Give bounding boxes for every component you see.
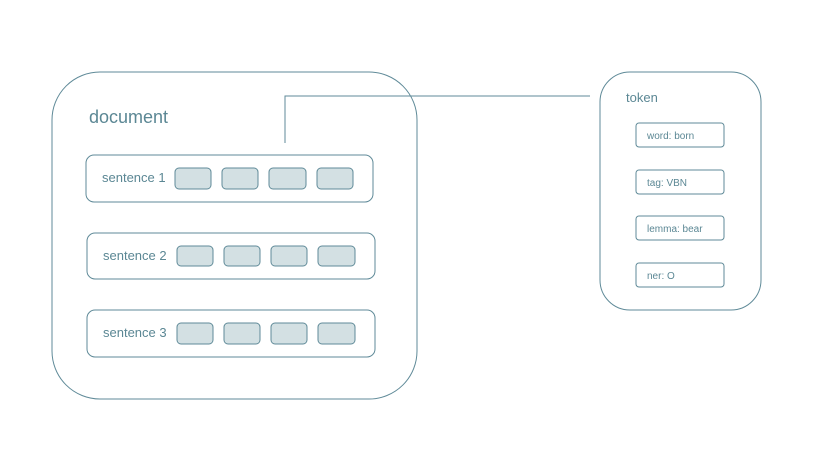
sentence-frame <box>86 232 376 280</box>
sentence-label: sentence 1 <box>102 170 166 185</box>
token-field: ner: O <box>635 262 725 288</box>
token-chip <box>317 322 356 345</box>
document-frame <box>51 71 418 400</box>
token-chip <box>174 167 212 190</box>
sentence-label: sentence 3 <box>103 325 167 340</box>
token-field-frame <box>635 262 725 288</box>
token-chip <box>270 322 308 345</box>
token-chip <box>176 245 214 267</box>
token-field-ner: ner: O <box>647 271 675 282</box>
token-connector-line <box>284 95 590 143</box>
token-field: tag: VBN <box>635 169 725 195</box>
token-chip <box>316 167 354 190</box>
token-field-lemma: lemma: bear <box>647 224 703 235</box>
sentence-frame <box>85 154 374 203</box>
token-chip <box>176 322 214 345</box>
sentence-row: sentence 3 <box>86 309 376 358</box>
token-field-frame <box>635 169 725 195</box>
token-field: lemma: bear <box>635 215 725 241</box>
token-title: token <box>626 90 658 105</box>
sentence-label: sentence 2 <box>103 248 167 263</box>
sentence-frame <box>86 309 376 358</box>
token-field: word: born <box>635 122 725 148</box>
sentence-row: sentence 1 <box>85 154 374 203</box>
token-frame <box>599 71 762 311</box>
token-chip <box>317 245 356 267</box>
token-chip <box>223 245 261 267</box>
sentence-row: sentence 2 <box>86 232 376 280</box>
token-field-frame <box>635 122 725 148</box>
token-chip <box>221 167 259 190</box>
token-chip <box>270 245 308 267</box>
token-field-tag: tag: VBN <box>647 178 687 189</box>
token-panel: token word: born tag: VBN lemma: bear ne… <box>599 71 762 311</box>
token-chip <box>223 322 261 345</box>
document-panel: document sentence 1 sentence 2 sentence … <box>51 71 418 400</box>
document-title: document <box>89 107 168 127</box>
token-chip <box>268 167 307 190</box>
token-field-frame <box>635 215 725 241</box>
token-field-word: word: born <box>646 131 694 142</box>
